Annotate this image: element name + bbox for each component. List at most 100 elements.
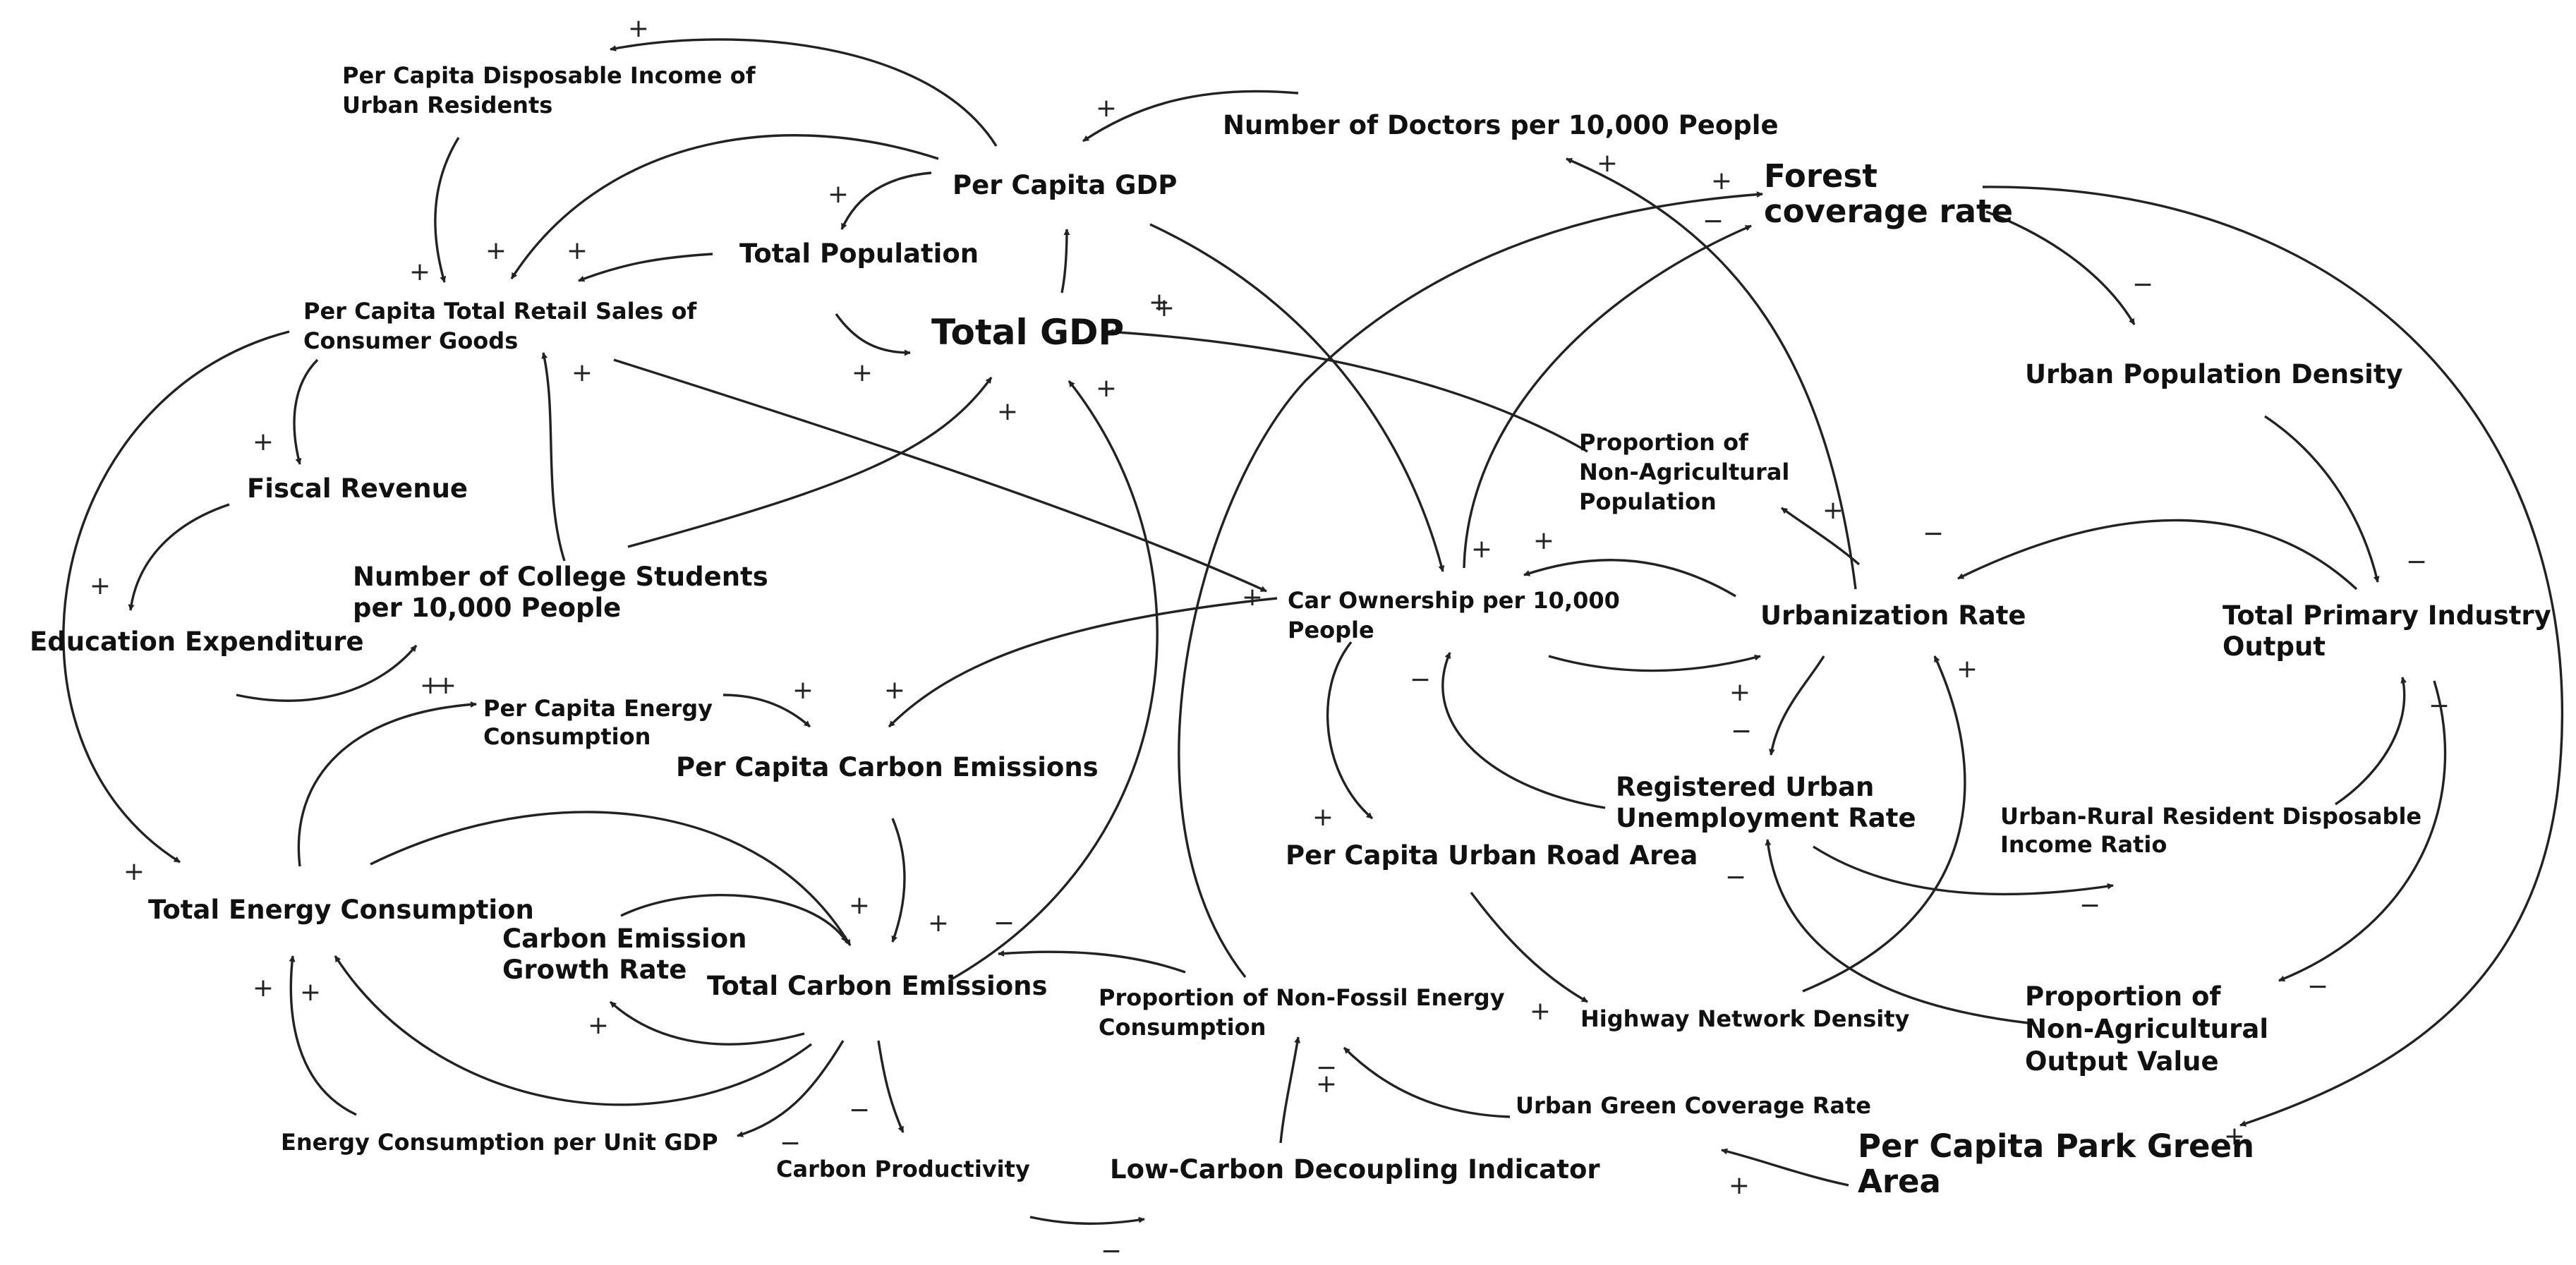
link-population-to-retail (578, 253, 713, 282)
negative-sign: − (2132, 270, 2153, 299)
link-fiscal-to-education (128, 503, 230, 611)
node-education: Education Expenditure (30, 627, 364, 657)
negative-sign: − (1101, 1237, 1122, 1265)
line: Per Capita Park Green (1858, 1127, 2254, 1165)
positive-sign: + (628, 14, 649, 43)
link-carbon-to-energy (334, 955, 813, 1106)
positive-sign: + (849, 891, 870, 920)
link-nonfossil-to-forest (1178, 191, 1763, 979)
node-carbon-productivity: Carbon Productivity (776, 1156, 1030, 1182)
link-college-to-retail (541, 352, 566, 562)
link-energypergdp-to-energy (289, 955, 357, 1116)
positive-sign: + (1711, 167, 1732, 195)
negative-sign: − (1725, 863, 1746, 892)
link-car-to-carbonpc (888, 597, 1278, 728)
line: per 10,000 People (353, 593, 621, 623)
positive-sign: + (1957, 655, 1978, 684)
node-total-energy: Total Energy Consumption (148, 895, 534, 925)
positive-sign: + (1530, 997, 1551, 1026)
link-population-to-totalgdp (835, 313, 911, 356)
link-energy-to-carbon (370, 811, 852, 946)
link-urbanization-to-nonagripop (1781, 507, 1861, 566)
positive-sign: + (884, 676, 905, 705)
link-gdp-to-income (610, 38, 998, 147)
link-urbanization-to-car (1523, 559, 1736, 598)
negative-sign: − (1410, 665, 1431, 694)
link-doctors-to-gdp (1082, 90, 1299, 143)
node-retail-sales: Per Capita Total Retail Sales of Consume… (303, 298, 704, 354)
variables: Per Capita Disposable Income of Urban Re… (30, 62, 2560, 1200)
node-fiscal-revenue: Fiscal Revenue (247, 473, 468, 504)
line: Income Ratio (2000, 831, 2167, 858)
positive-sign: + (1312, 803, 1334, 832)
positive-sign: + (1149, 288, 1170, 317)
link-carbon-to-growth (609, 1000, 805, 1046)
line: Total Primary Industry (2223, 600, 2551, 631)
positive-sign: + (572, 358, 593, 387)
positive-sign: + (2224, 1122, 2245, 1151)
node-total-population: Total Population (739, 238, 979, 269)
node-carbon-per-capita: Per Capita Carbon Emissions (676, 752, 1099, 782)
link-retail-to-car (613, 358, 1267, 593)
link-education-to-college (236, 644, 418, 702)
link-road-to-highway (1470, 891, 1588, 1003)
link-totalgdp-to-gdp (1060, 229, 1070, 293)
line: Urban Residents (342, 92, 552, 119)
node-primary-industry: Total Primary Industry Output (2223, 600, 2560, 662)
positive-sign: + (420, 671, 441, 700)
link-forest-to-density (1985, 210, 2136, 325)
link-car-to-urbanization (1548, 654, 1761, 672)
positive-sign: + (1471, 535, 1492, 564)
link-energypc-to-carbonpc (722, 694, 811, 728)
link-density-to-primary (2264, 415, 2380, 583)
line: Consumption (483, 723, 651, 750)
node-energy-per-capita: Per Capita Energy Consumption (483, 695, 720, 750)
link-forest-to-park (1982, 186, 2564, 1127)
link-green-to-nonfossil (1343, 1046, 1511, 1118)
positive-sign: + (1316, 1070, 1337, 1098)
node-non-agri-output: Proportion of Non-Agricultural Output Va… (2025, 981, 2278, 1077)
link-carbonpc-to-carbon (891, 818, 906, 943)
positive-sign: + (253, 428, 274, 456)
positive-sign: + (1533, 526, 1554, 555)
node-urban-density: Urban Population Density (2025, 359, 2403, 389)
line: Non-Agricultural (2025, 1014, 2268, 1044)
positive-sign: + (300, 978, 321, 1007)
link-decoupling-to-nonfossil (1279, 1036, 1301, 1144)
line: Output (2223, 631, 2326, 662)
link-productivity-to-decoupling (1029, 1216, 1145, 1225)
link-unemployment-to-incomeratio (1813, 845, 2114, 896)
link-car-to-forest (1463, 224, 1752, 569)
node-college-students: Number of College Students per 10,000 Pe… (353, 562, 778, 623)
link-park-to-green (1721, 1148, 1849, 1187)
line: Registered Urban (1616, 772, 1874, 802)
node-per-capita-gdp: Per Capita GDP (953, 170, 1177, 200)
link-carbon-to-totalgdp (948, 380, 1159, 982)
node-disposable-income: Per Capita Disposable Income of Urban Re… (342, 62, 763, 119)
positive-sign: + (1096, 374, 1117, 403)
node-road-area: Per Capita Urban Road Area (1286, 840, 1698, 871)
link-carbon-to-energypergdp (737, 1040, 845, 1137)
negative-sign: − (2307, 972, 2328, 1001)
negative-sign: − (780, 1129, 801, 1158)
link-retail-to-fiscal (293, 358, 319, 465)
negative-sign: − (2406, 547, 2427, 576)
line: Number of College Students (353, 562, 768, 592)
negative-sign: − (1923, 519, 1944, 548)
positive-sign: + (997, 397, 1018, 426)
positive-sign: + (1154, 293, 1175, 322)
node-decoupling: Low-Carbon Decoupling Indicator (1110, 1154, 1600, 1185)
positive-sign: + (1729, 678, 1750, 707)
positive-sign: + (792, 676, 814, 705)
node-emission-growth: Carbon Emission Growth Rate (502, 924, 756, 985)
negative-sign: − (2429, 691, 2450, 720)
link-primary-to-nonagrioutput (2278, 680, 2447, 982)
link-college-to-totalgdp (627, 377, 993, 548)
link-growth-to-carbon (620, 893, 848, 943)
node-doctors: Number of Doctors per 10,000 People (1223, 110, 1779, 140)
positive-sign: + (253, 974, 274, 1003)
link-carbon-to-productivity (877, 1040, 905, 1133)
node-car-ownership: Car Ownership per 10,000 People (1288, 587, 1628, 643)
line: Proportion of (2025, 981, 2221, 1012)
